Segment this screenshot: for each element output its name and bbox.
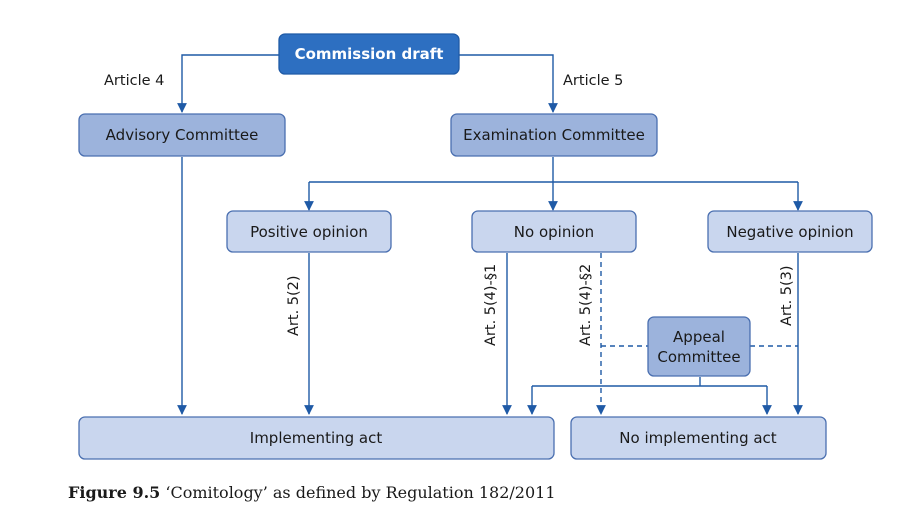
node-commission-draft: Commission draft	[278, 33, 460, 75]
label-art54-2: Art. 5(4)-§2	[578, 264, 594, 346]
label-article5: Article 5	[563, 73, 623, 89]
label-art54-1: Art. 5(4)-§1	[483, 264, 499, 346]
edge-labels: Article 4 Article 5 Art. 5(2) Art. 5(4)-…	[104, 73, 795, 346]
no-implementing-act-label: No implementing act	[619, 429, 776, 447]
figure-caption-text: ‘Comitology’ as defined by Regulation 18…	[165, 483, 556, 502]
figure-number: Figure 9.5	[68, 483, 161, 502]
node-implementing-act: Implementing act	[78, 416, 555, 460]
appeal-committee-label-line1: Appeal	[673, 328, 725, 346]
examination-committee-label: Examination Committee	[463, 126, 645, 144]
edge-draft-to-advisory	[177, 54, 279, 113]
positive-opinion-label: Positive opinion	[250, 223, 368, 241]
edges	[177, 54, 803, 415]
node-negative-opinion: Negative opinion	[707, 210, 873, 253]
node-examination-committee: Examination Committee	[450, 113, 658, 157]
appeal-committee-label-line2: Committee	[657, 348, 740, 366]
label-art53: Art. 5(3)	[779, 265, 795, 326]
figure-caption: Figure 9.5 ‘Comitology’ as defined by Re…	[68, 483, 556, 502]
node-advisory-committee: Advisory Committee	[78, 113, 286, 157]
label-article4: Article 4	[104, 73, 164, 89]
node-no-implementing-act: No implementing act	[570, 416, 827, 460]
comitology-flowchart: Article 4 Article 5 Art. 5(2) Art. 5(4)-…	[78, 33, 873, 460]
node-appeal-committee: Appeal Committee	[647, 316, 751, 377]
label-art52: Art. 5(2)	[286, 275, 302, 336]
node-positive-opinion: Positive opinion	[226, 210, 392, 253]
no-opinion-label: No opinion	[514, 223, 594, 241]
negative-opinion-label: Negative opinion	[726, 223, 853, 241]
advisory-committee-label: Advisory Committee	[106, 126, 259, 144]
node-no-opinion: No opinion	[471, 210, 637, 253]
implementing-act-label: Implementing act	[250, 429, 383, 447]
commission-draft-label: Commission draft	[295, 45, 444, 63]
edge-draft-to-examination	[459, 54, 558, 113]
